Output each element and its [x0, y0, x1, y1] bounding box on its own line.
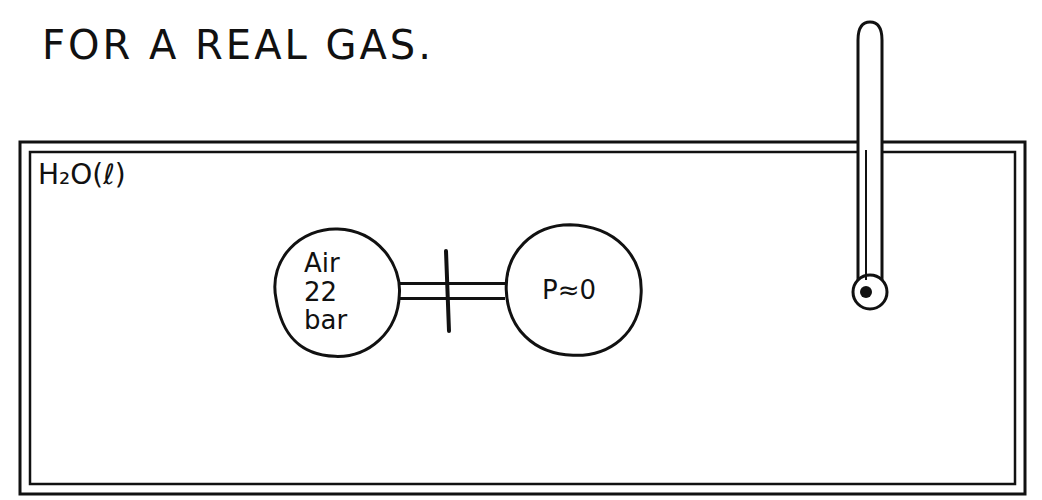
stopcock-valve — [446, 251, 449, 331]
thermometer — [853, 22, 887, 309]
bath-label: H₂O(ℓ) — [38, 158, 126, 191]
flask-label: P≈0 — [542, 276, 604, 305]
connecting-tube — [399, 291, 505, 292]
page-title: FOR A REAL GAS. — [42, 22, 1042, 68]
gas-flask: P≈0 — [502, 222, 644, 358]
gas-flask: Air 22 bar — [268, 225, 402, 359]
water-bath: H₂O(ℓ) Air 22 bar P≈0 — [20, 142, 1025, 494]
flask-label: Air 22 bar — [304, 249, 366, 335]
